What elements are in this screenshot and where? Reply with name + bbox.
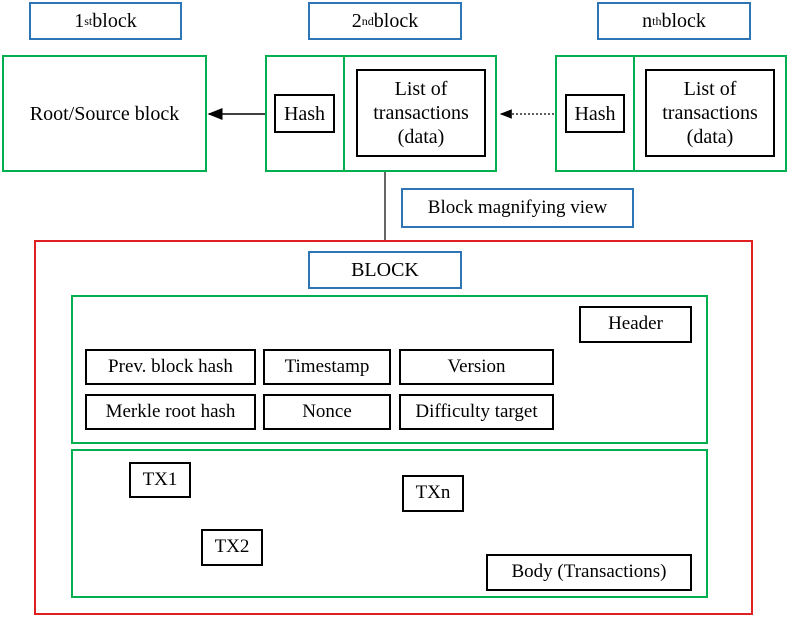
header-field-merkle-root-hash: Merkle root hash [85,394,256,430]
nth-block-transactions: List of transactions (data) [645,69,775,157]
block-magnifying-view-label: Block magnifying view [401,188,634,228]
header-field-timestamp: Timestamp [263,349,391,385]
header-label: Header [579,306,692,343]
header-field-prev-block-hash: Prev. block hash [85,349,256,385]
tx2: TX2 [201,529,263,566]
second-block-hash: Hash [274,94,335,133]
block-detail-frame [34,240,753,615]
header-field-nonce: Nonce [263,394,391,430]
nth-block-hash: Hash [565,94,625,133]
tx1: TX1 [129,462,191,498]
root-source-block: Root/Source block [2,55,207,172]
block-title: BLOCK [308,251,462,289]
header-field-version: Version [399,349,554,385]
header-field-difficulty-target: Difficulty target [399,394,554,430]
second-block-transactions: List of transactions (data) [356,69,486,157]
txn: TXn [402,475,464,512]
body-label: Body (Transactions) [486,554,692,591]
